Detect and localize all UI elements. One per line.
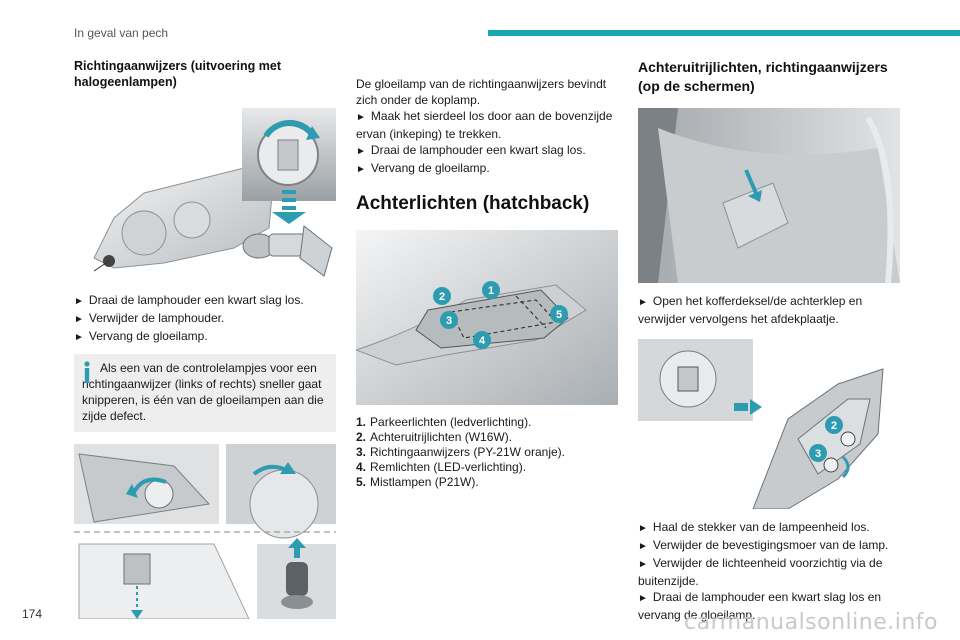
figure-halogen-lamp bbox=[74, 108, 336, 278]
bullet-arrow-icon: ► bbox=[638, 297, 648, 308]
list-item: ►Vervang de gloeilamp. bbox=[74, 329, 208, 343]
figure-trunk-cover bbox=[638, 108, 900, 283]
intro-paragraph: De gloeilamp van de richtingaanwijzers b… bbox=[356, 77, 607, 107]
heading-halogen-indicators: Richtingaanwijzers (uitvoering met halog… bbox=[74, 59, 281, 89]
list-item: 2.Achteruitrijlichten (W16W). bbox=[356, 430, 513, 444]
heading-rear-lights: Achterlichten (hatchback) bbox=[356, 193, 590, 214]
watermark: carmanualsonline.info bbox=[684, 610, 938, 635]
list-item: ►Haal de stekker van de lampeenheid los. bbox=[638, 520, 870, 534]
list-item: ►Vervang de gloeilamp. bbox=[356, 161, 490, 175]
callout-2-rear: 2 bbox=[831, 420, 837, 432]
callout-4: 4 bbox=[479, 335, 486, 347]
rear-lamp-steps-list: ►Haal de stekker van de lampeenheid los.… bbox=[638, 519, 900, 623]
list-item: ►Draai de lamphouder een kwart slag los. bbox=[74, 293, 304, 307]
column-3: Achteruitrijlichten, richtingaanwijzers … bbox=[638, 58, 900, 623]
column-1: Richtingaanwijzers (uitvoering met halog… bbox=[74, 58, 336, 619]
list-item: ►Draai de lamphouder een kwart slag los. bbox=[356, 143, 586, 157]
info-icon bbox=[84, 361, 90, 383]
info-box: Als een van de controlelampjes voor een … bbox=[74, 354, 336, 432]
page-number: 174 bbox=[22, 607, 43, 621]
callout-5: 5 bbox=[556, 309, 562, 321]
figure-rear-lamp-unit: 2 3 bbox=[638, 339, 900, 509]
callout-3-rear: 3 bbox=[815, 448, 821, 460]
list-item: ►Maak het sierdeel los door aan de boven… bbox=[356, 109, 613, 141]
list-item: ►Verwijder de lichteenheid voorzichtig v… bbox=[638, 556, 883, 588]
list-item: ►Draai de lamphouder een kwart slag los … bbox=[638, 590, 882, 622]
rear-lights-legend: 1.Parkeerlichten (ledverlichting). 2.Ach… bbox=[356, 415, 618, 490]
list-item: ►Open het kofferdeksel/de achterklep en … bbox=[638, 294, 863, 326]
callout-3: 3 bbox=[446, 315, 452, 327]
list-item: 5.Mistlampen (P21W). bbox=[356, 475, 479, 489]
bullet-arrow-icon: ► bbox=[74, 296, 84, 307]
bullet-arrow-icon: ► bbox=[638, 559, 648, 570]
info-text: Als een van de controlelampjes voor een … bbox=[82, 361, 324, 423]
list-item: ►Verwijder de bevestigingsmoer van de la… bbox=[638, 538, 889, 552]
bullet-arrow-icon: ► bbox=[638, 541, 648, 552]
list-item: ►Verwijder de lamphouder. bbox=[74, 311, 225, 325]
bullet-arrow-icon: ► bbox=[356, 112, 366, 123]
figure-indicator-grid bbox=[74, 444, 336, 619]
bullet-arrow-icon: ► bbox=[356, 164, 366, 175]
bullet-arrow-icon: ► bbox=[638, 593, 648, 604]
figure-rear-lights: 1 2 3 4 5 bbox=[356, 230, 618, 405]
section-title: In geval van pech bbox=[74, 26, 169, 40]
list-item: 4.Remlichten (LED-verlichting). bbox=[356, 460, 527, 474]
halogen-steps-list: ►Draai de lamphouder een kwart slag los.… bbox=[74, 292, 336, 346]
heading-reversing-lights: Achteruitrijlichten, richtingaanwijzers … bbox=[638, 59, 888, 94]
header-accent-bar bbox=[488, 30, 960, 36]
list-item: 1.Parkeerlichten (ledverlichting). bbox=[356, 415, 532, 429]
column-2: De gloeilamp van de richtingaanwijzers b… bbox=[356, 76, 618, 490]
list-item: 3.Richtingaanwijzers (PY-21W oranje). bbox=[356, 445, 565, 459]
bullet-arrow-icon: ► bbox=[74, 314, 84, 325]
bullet-arrow-icon: ► bbox=[74, 332, 84, 343]
callout-2: 2 bbox=[439, 291, 445, 303]
bullet-arrow-icon: ► bbox=[638, 523, 648, 534]
trunk-steps-list: ►Open het kofferdeksel/de achterklep en … bbox=[638, 293, 900, 327]
indicator-steps-list: ►Maak het sierdeel los door aan de boven… bbox=[356, 108, 618, 178]
callout-1: 1 bbox=[488, 285, 494, 297]
bullet-arrow-icon: ► bbox=[356, 146, 366, 157]
